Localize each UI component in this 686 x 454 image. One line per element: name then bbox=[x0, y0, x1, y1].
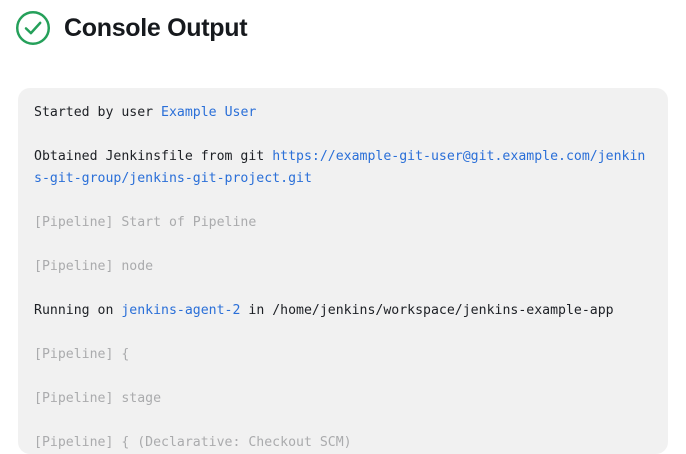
console-log-text: [Pipeline] { bbox=[34, 347, 130, 362]
check-circle-icon bbox=[15, 10, 51, 46]
console-log-line: Running on jenkins-agent-2 in /home/jenk… bbox=[34, 300, 652, 322]
console-log-text: in /home/jenkins/workspace/jenkins-examp… bbox=[240, 303, 614, 318]
console-log-text: [Pipeline] Start of Pipeline bbox=[34, 215, 257, 230]
console-log-line: Obtained Jenkinsfile from git https://ex… bbox=[34, 146, 652, 190]
console-log-link[interactable]: https://example-git-user@git.example.com… bbox=[34, 149, 646, 186]
console-log-text: [Pipeline] stage bbox=[34, 391, 162, 406]
console-log-line: [Pipeline] stage bbox=[34, 388, 652, 410]
console-log-text: Started by user bbox=[34, 105, 162, 120]
console-log-line: [Pipeline] { (Declarative: Checkout SCM) bbox=[34, 432, 652, 454]
console-output-card[interactable]: Started by user Example User Obtained Je… bbox=[18, 88, 668, 454]
console-log-line: [Pipeline] { bbox=[34, 344, 652, 366]
console-log-text: [Pipeline] node bbox=[34, 259, 154, 274]
console-log-text: [Pipeline] { (Declarative: Checkout SCM) bbox=[34, 435, 352, 450]
console-log-link[interactable]: Example User bbox=[161, 105, 257, 120]
console-log-link[interactable]: jenkins-agent-2 bbox=[121, 303, 241, 318]
console-log[interactable]: Started by user Example User Obtained Je… bbox=[34, 102, 652, 454]
console-log-text: Running on bbox=[34, 303, 122, 318]
page-title: Console Output bbox=[64, 13, 248, 42]
console-log-text: Obtained Jenkinsfile from git bbox=[34, 149, 273, 164]
console-log-line: [Pipeline] node bbox=[34, 256, 652, 278]
console-log-line: Started by user Example User bbox=[34, 102, 652, 124]
page-header: Console Output bbox=[0, 0, 686, 46]
console-log-line: [Pipeline] Start of Pipeline bbox=[34, 212, 652, 234]
